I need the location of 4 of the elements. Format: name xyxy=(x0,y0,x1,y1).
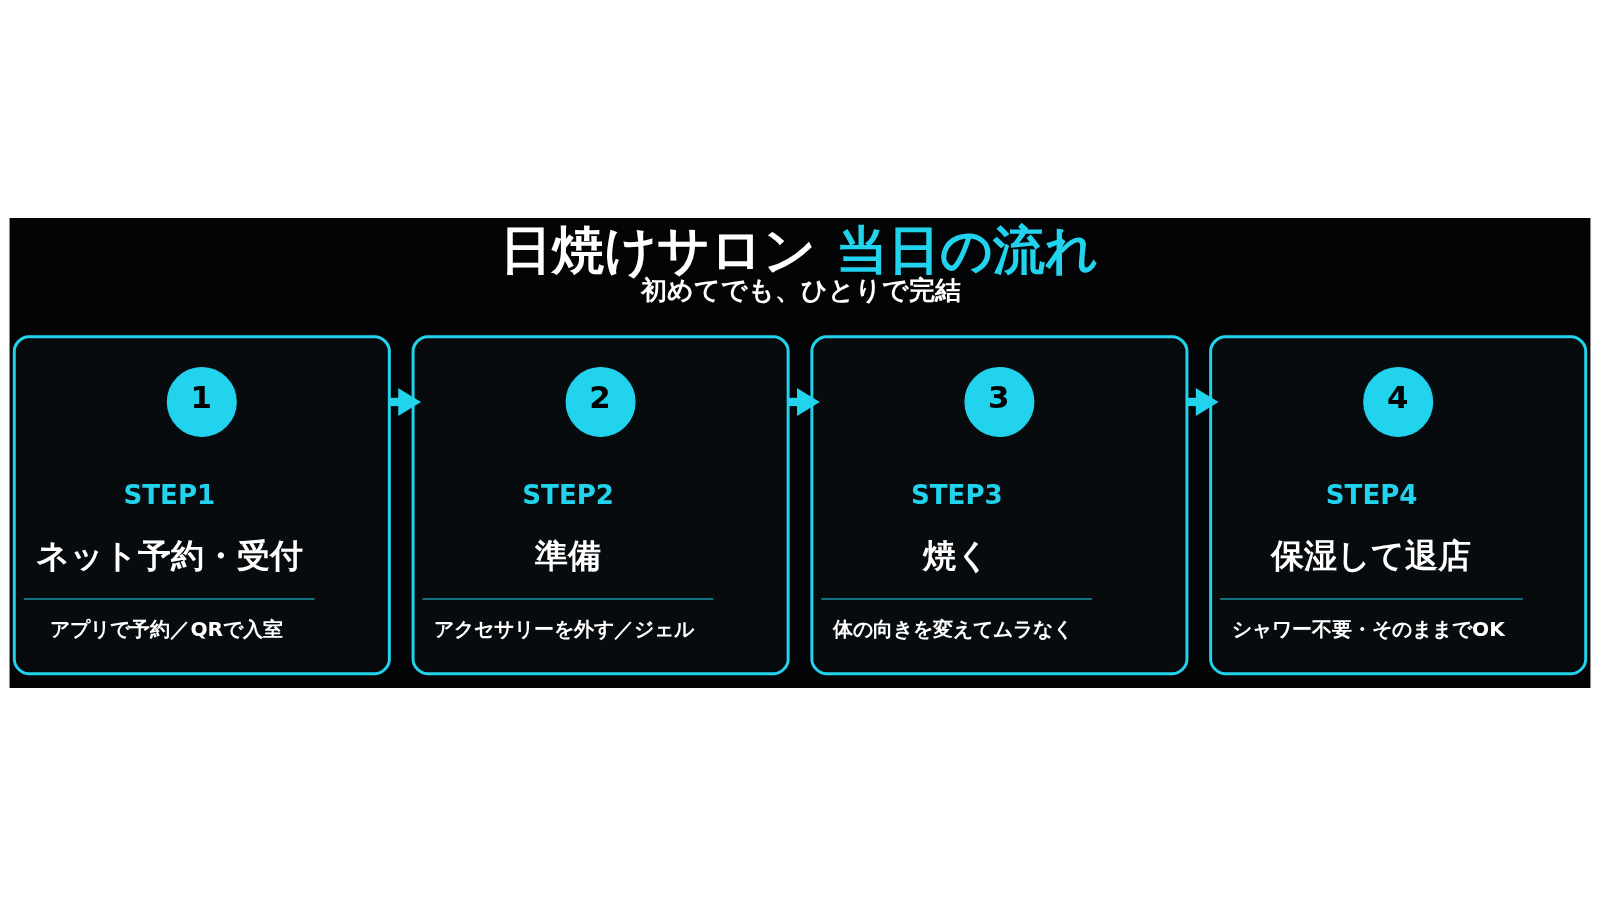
node-circle: 2 xyxy=(565,366,636,437)
node-circle: 1 xyxy=(166,366,237,437)
node-circle: 4 xyxy=(1363,366,1434,437)
node-circle: 3 xyxy=(964,366,1035,437)
